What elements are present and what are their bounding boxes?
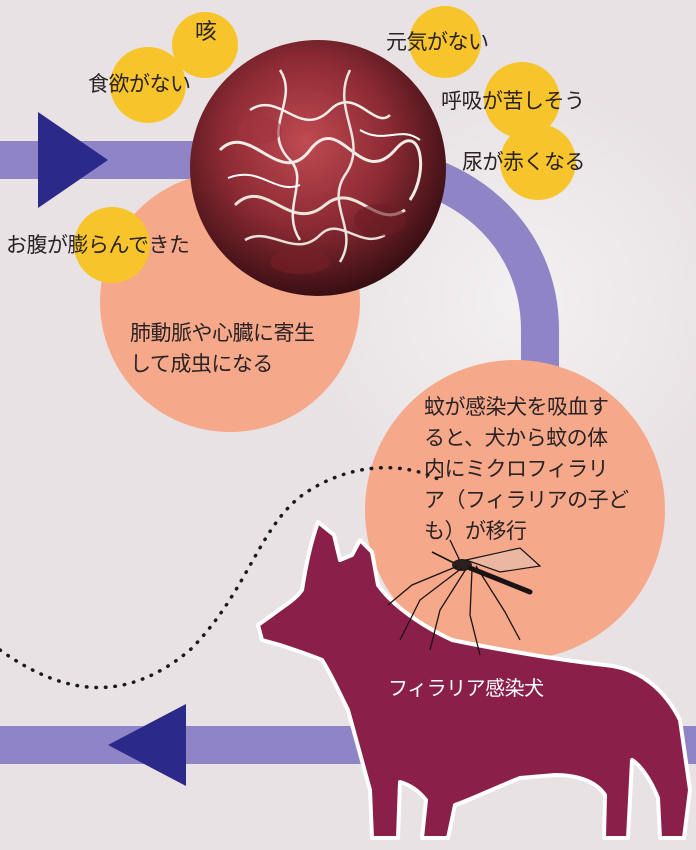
cough-bubble (172, 12, 238, 78)
symptom-breathing-hard: 呼吸が苦しそう (441, 89, 585, 113)
mosquito-line: 内にミクロフィラリ (424, 457, 609, 481)
symptom-red-urine: 尿が赤くなる (462, 150, 586, 174)
infected-dog-label: フィラリア感染犬 (388, 676, 544, 700)
mosquito-line: ア（フィラリアの子ど (424, 488, 629, 512)
adult-worm-line: して成虫になる (130, 352, 273, 376)
no-energy-bubble (409, 6, 481, 78)
symptom-swollen-belly: お腹が膨らんできた (6, 233, 190, 257)
symptom-cough: 咳 (195, 20, 217, 45)
breathing-bubble (484, 62, 560, 138)
dog-silhouette (256, 520, 692, 840)
symptom-no-energy: 元気がない (386, 30, 489, 54)
red-urine-bubble (500, 124, 576, 200)
mosquito-icon (387, 539, 542, 656)
arrow-right-icon (38, 112, 108, 208)
symptom-no-appetite: 食欲がない (88, 72, 191, 96)
adult-worm-text: 肺動脈や心臓に寄生 して成虫になる (130, 318, 315, 380)
mosquito-line: ると、犬から蚊の体 (424, 426, 608, 450)
mosquito-transmission-text: 蚊が感染犬を吸血す ると、犬から蚊の体 内にミクロフィラリ ア（フィラリアの子ど… (424, 392, 629, 547)
swollen-belly-bubble (74, 207, 150, 283)
heartworm-photo (190, 40, 446, 296)
arrow-left-icon (108, 704, 186, 786)
mosquito-line: 蚊が感染犬を吸血す (424, 395, 609, 419)
mosquito-line: も）が移行 (424, 519, 527, 543)
transmission-dotted-path (0, 465, 442, 690)
adult-worm-line: 肺動脈や心臓に寄生 (130, 321, 315, 345)
no-appetite-bubble (110, 47, 186, 123)
